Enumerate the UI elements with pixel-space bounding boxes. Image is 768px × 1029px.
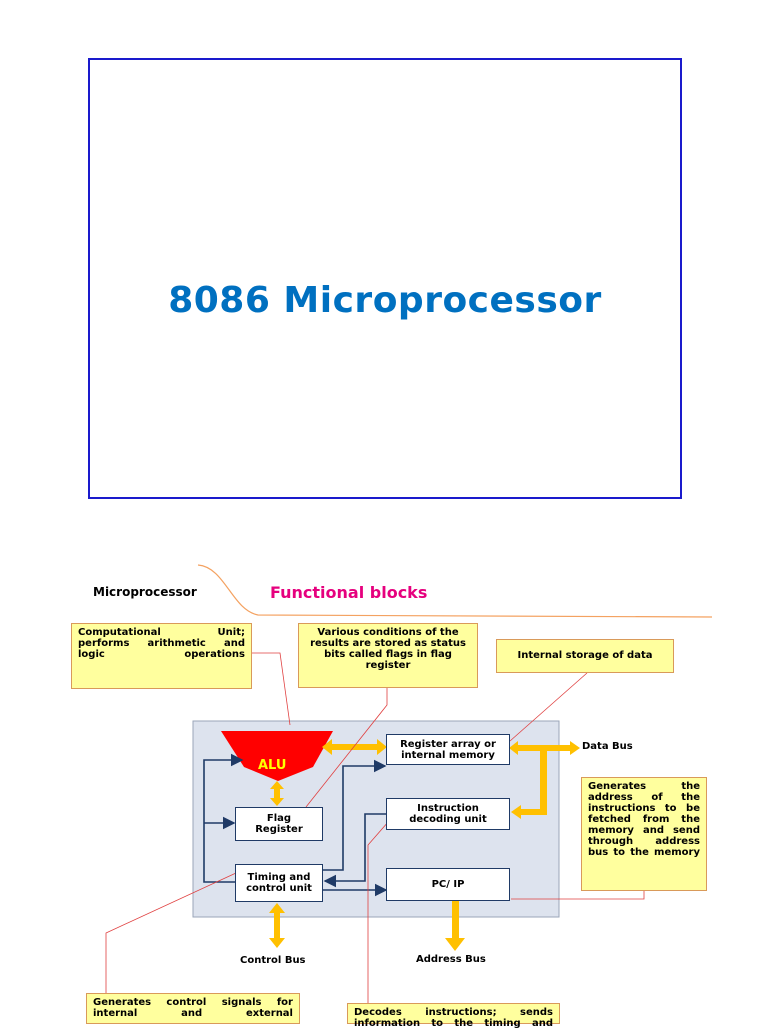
data-bus xyxy=(509,741,580,755)
header-functional-blocks: Functional blocks xyxy=(270,583,428,602)
data-bus-vertical xyxy=(540,751,547,815)
control-bus xyxy=(269,903,285,948)
timing-control-block: Timing and control unit xyxy=(235,864,323,902)
pc-ip-block: PC/ IP xyxy=(386,868,510,901)
address-bus-label: Address Bus xyxy=(416,954,486,965)
functional-blocks-slide: Microprocessor Functional blocks Computa… xyxy=(0,555,768,1029)
register-array-block: Register array or internal memory xyxy=(386,734,510,765)
alu-leader xyxy=(252,652,291,726)
instruction-decoding-block: Instruction decoding unit xyxy=(386,798,510,830)
alu-shape xyxy=(221,731,333,781)
note-storage: Internal storage of data xyxy=(496,639,674,673)
address-bus xyxy=(445,901,465,951)
instruction-decoding-label: Instruction decoding unit xyxy=(409,803,487,825)
timing-control-label: Timing and control unit xyxy=(246,872,312,894)
pc-leader xyxy=(511,891,645,900)
timing-to-alu-line xyxy=(203,753,244,883)
alu-register-bus xyxy=(322,739,387,755)
alu-flag-bus xyxy=(270,781,284,806)
note-decode: Decodes instructions; sends information … xyxy=(347,1003,560,1029)
flag-register-label: Flag Register xyxy=(255,813,303,835)
note-flags: Various conditions of the results are st… xyxy=(298,623,478,688)
register-array-label: Register array or internal memory xyxy=(400,738,496,761)
data-bus-label: Data Bus xyxy=(582,741,633,752)
flag-register-block: Flag Register xyxy=(235,807,323,841)
storage-leader xyxy=(509,672,588,742)
note-alu: Computational Unit; performs arithmetic … xyxy=(71,623,252,689)
header-microprocessor: Microprocessor xyxy=(93,585,197,599)
control-bus-label: Control Bus xyxy=(240,955,306,966)
slide-title: 8086 Microprocessor xyxy=(168,280,602,321)
flag-leader xyxy=(305,688,388,808)
decode-leader xyxy=(367,820,390,1003)
control-leader xyxy=(105,872,237,993)
data-bus-to-decoder xyxy=(511,805,547,819)
note-control: Generates control signals for internal a… xyxy=(86,993,300,1024)
alu-label: ALU xyxy=(258,758,287,773)
decoder-to-timing-line xyxy=(323,813,386,888)
header-curve xyxy=(197,564,713,618)
pc-ip-label: PC/ IP xyxy=(431,879,465,890)
timing-to-register-line xyxy=(323,759,387,871)
note-pc: Generates the address of the instruction… xyxy=(581,777,707,891)
title-slide: 8086 Microprocessor xyxy=(88,58,682,499)
